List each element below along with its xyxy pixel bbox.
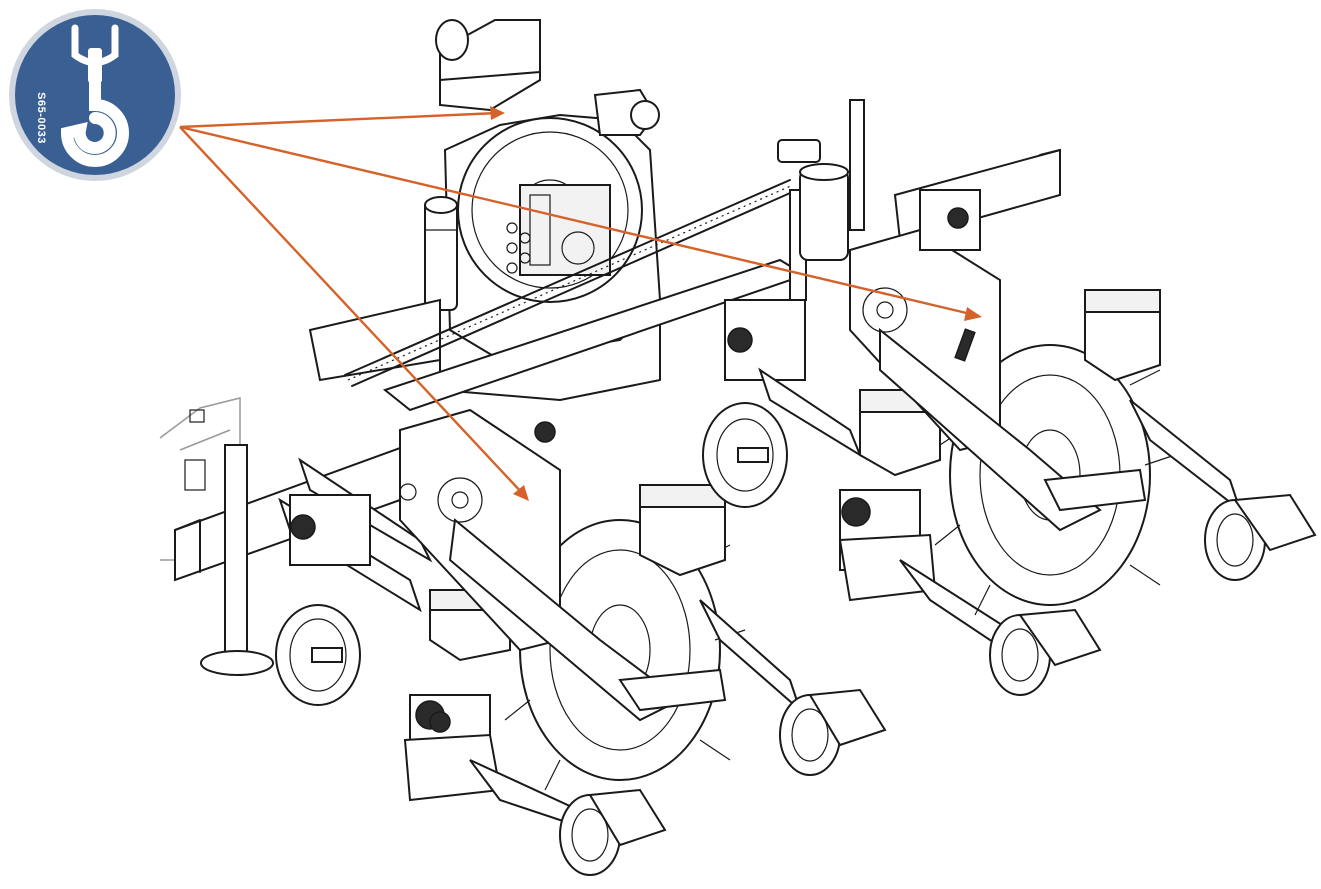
secondary-cylinder [799,163,849,261]
top-mount-plate [435,19,660,136]
lifting-point-decal: S65-0033 [9,9,181,181]
drive-housing [439,113,662,401]
callout-arrow-bottom [179,126,529,501]
callout-arrows [179,106,982,501]
seed-hopper-left [639,483,726,577]
meter-right-front [429,189,981,733]
callout-arrow-right [179,125,982,321]
row-unit-right-rear [1084,288,1317,581]
row-unit-right [702,299,1102,696]
hydraulic-cylinder [424,196,458,311]
transmission-case-right [849,228,1147,532]
closing-wheel-left-rear [699,599,887,776]
parking-stand [200,99,865,676]
decal-code: S65-0033 [35,92,47,144]
threaded-shaft [344,179,798,387]
lifting-hook-icon [60,24,129,167]
row-unit-left [275,457,667,876]
transmission-case-left [399,408,727,722]
callout-arrow-top [179,106,505,129]
planter-illustration [159,19,1317,876]
